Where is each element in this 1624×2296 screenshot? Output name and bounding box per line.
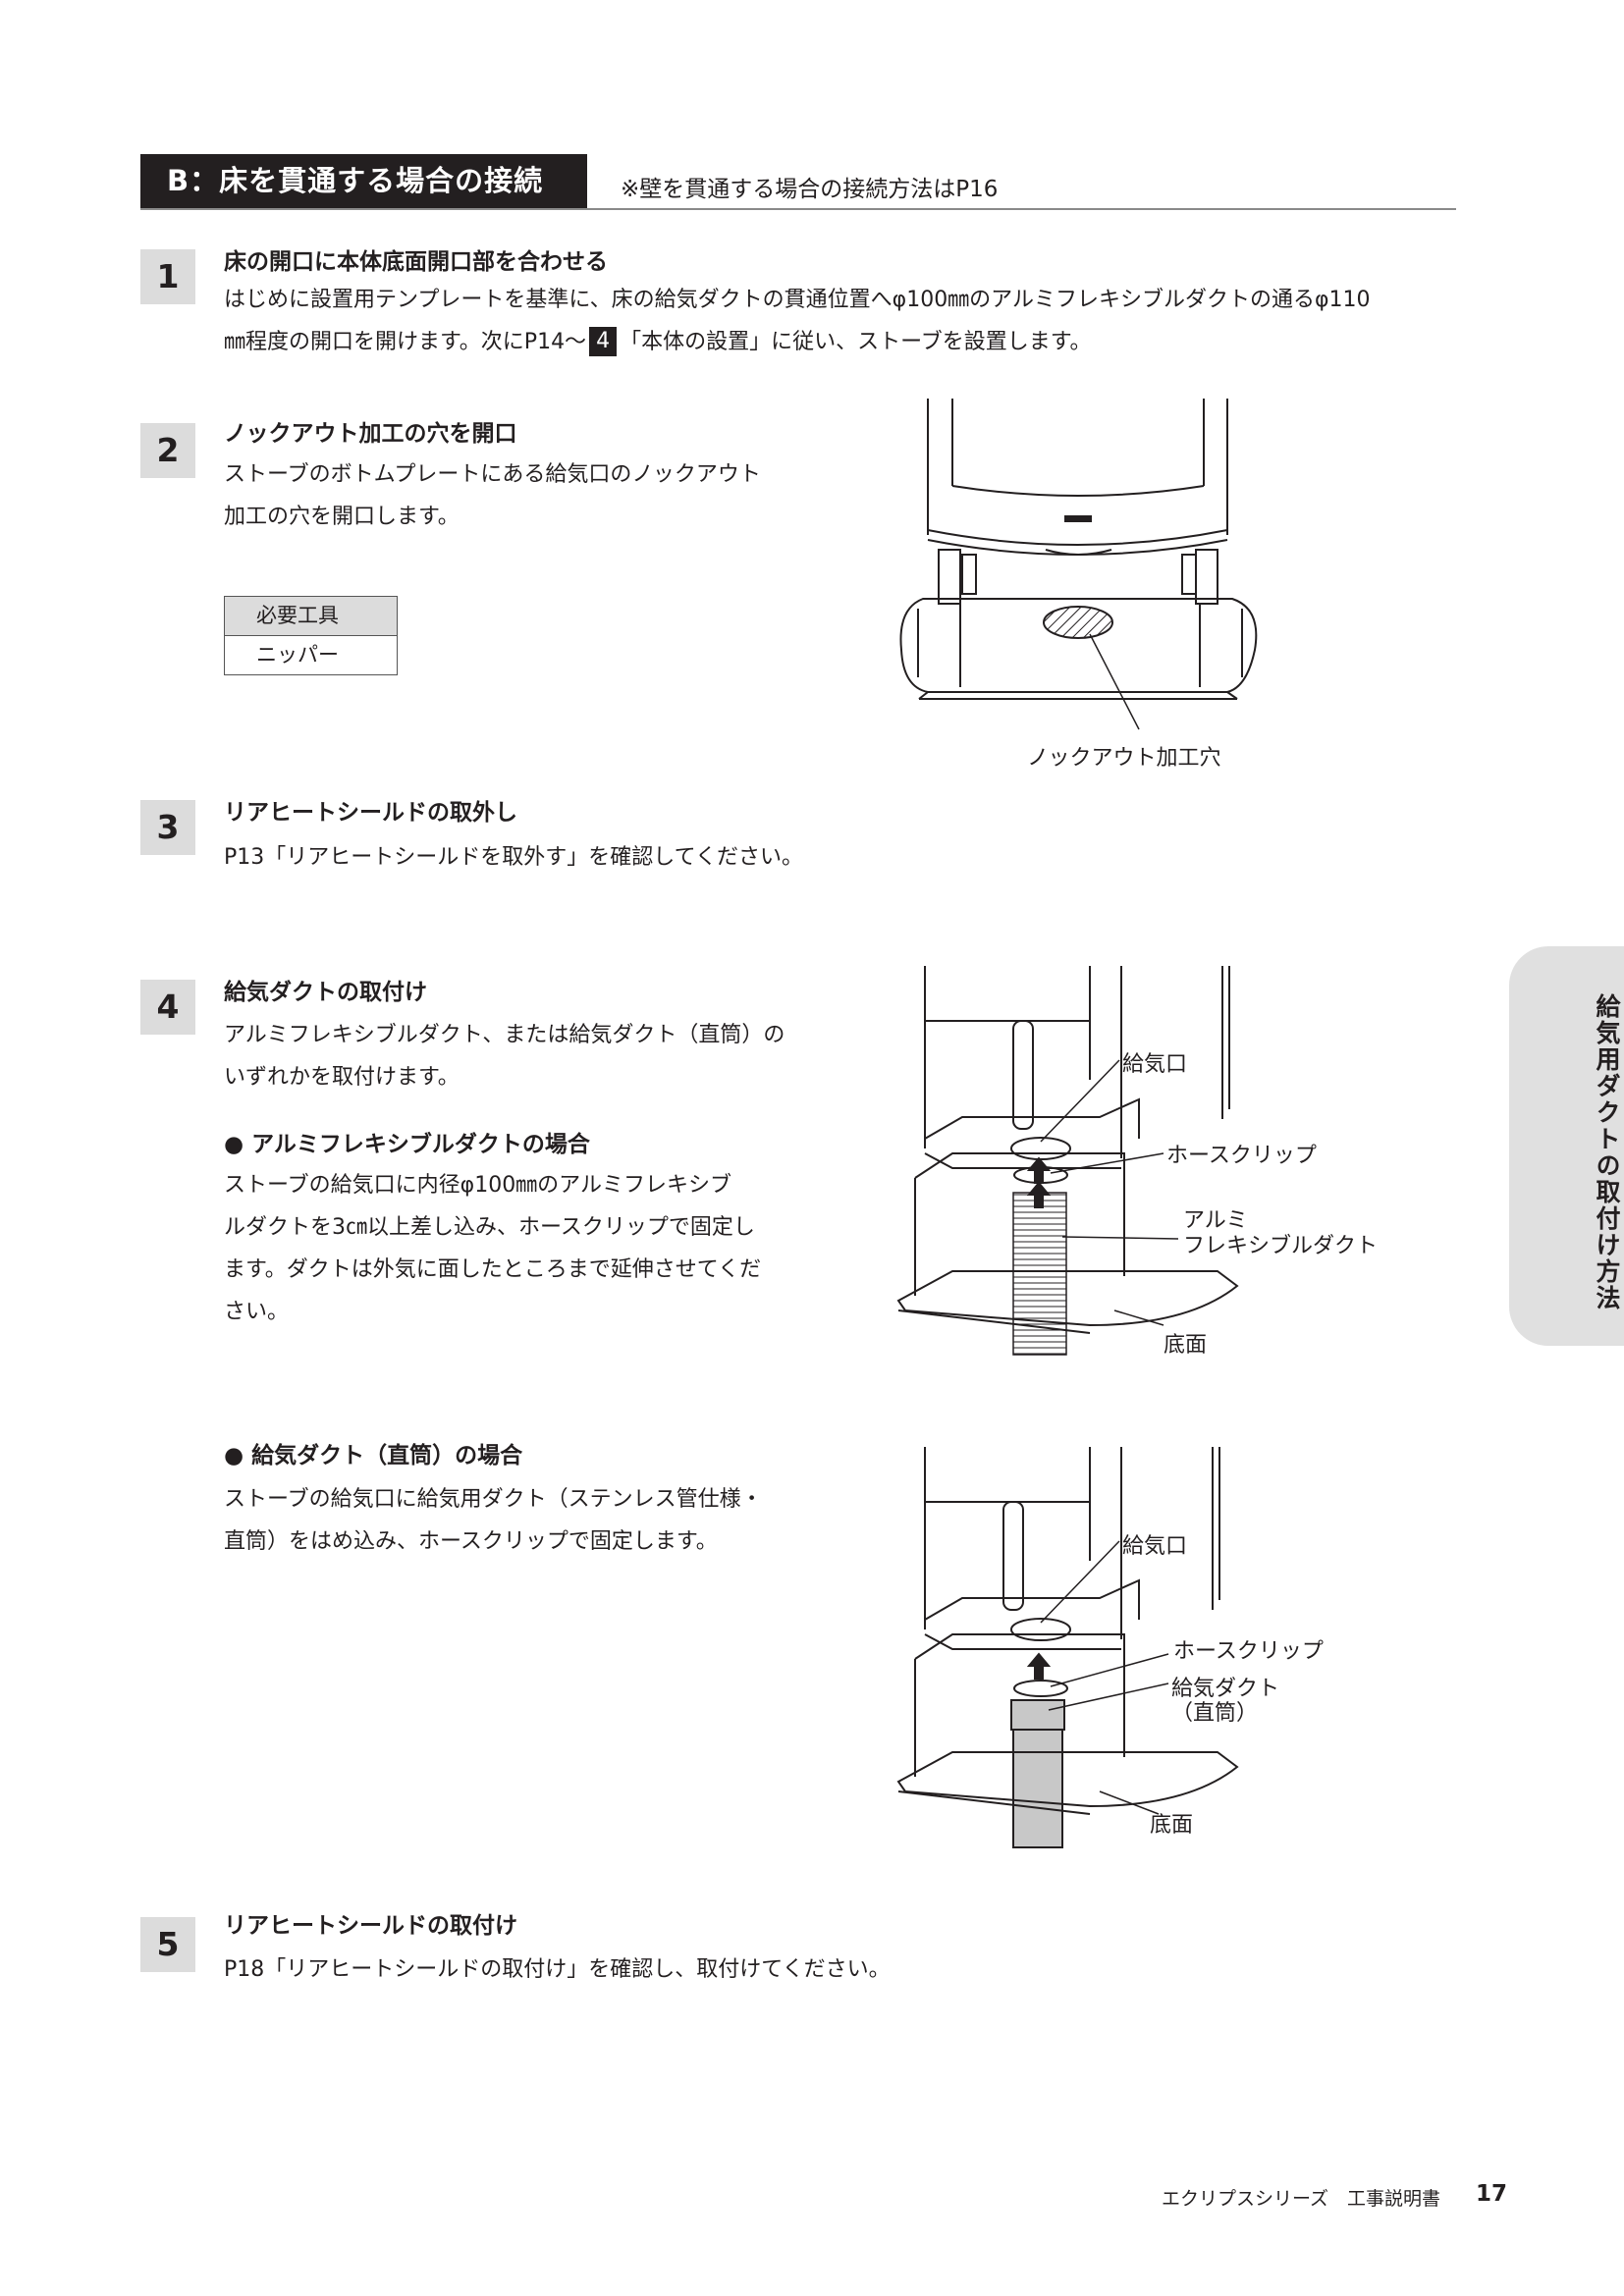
page-number: 17 [1476,2181,1508,2207]
case-flexible-line1: ストーブの給気口に内径φ100㎜のアルミフレキシブ [224,1173,731,1198]
fig-b-bottom-label: 底面 [1150,1813,1194,1838]
chapter-side-tab-label: 給気用ダクトの取付け方法 [1593,993,1621,1311]
fig-a-clip-label: ホースクリップ [1166,1144,1317,1168]
step-1-title: 床の開口に本体底面開口部を合わせる [224,249,608,275]
step-number-2: 2 [140,423,195,478]
step-number-5: 5 [140,1917,195,1972]
case-flexible-line4: さい。 [224,1300,290,1324]
step-4-text-line1: アルミフレキシブルダクト、または給気ダクト（直筒）の [224,1023,785,1047]
fig-a-duct-label-2: フレキシブルダクト [1183,1234,1379,1258]
required-tools-table: 必要工具 ニッパー [224,596,398,675]
step-1-text-post: 「本体の設置」に従い、ストーブを設置します。 [620,330,1092,354]
step-number-1: 1 [140,249,195,304]
step-number-3: 3 [140,800,195,855]
tools-header: 必要工具 [225,597,397,636]
knockout-hole-label: ノックアウト加工穴 [1027,746,1221,771]
footer-manual-title: エクリプスシリーズ 工事説明書 [1162,2188,1441,2210]
tools-value: ニッパー [256,643,339,667]
flexible-duct-figure [896,966,1239,1356]
fig-a-duct-label-1: アルミ [1183,1208,1248,1233]
fig-a-inlet-label: 給気口 [1122,1052,1188,1077]
case-straight-line1: ストーブの給気口に給気用ダクト（ステンレス管仕様・ [224,1487,763,1512]
fig-b-duct-label-1: 給気ダクト [1171,1677,1280,1701]
section-title: B：床を貫通する場合の接続 [140,154,587,208]
case-flexible-duct-title: ● アルミフレキシブルダクトの場合 [224,1132,590,1157]
step-4-title: 給気ダクトの取付け [224,980,427,1005]
step-3-title: リアヒートシールドの取外し [224,800,517,826]
step-5-title: リアヒートシールドの取付け [224,1913,517,1939]
step-3-text: P13「リアヒートシールドを取外す」を確認してください。 [224,845,803,870]
stove-knockout-figure [899,399,1258,730]
case-flexible-line3: ます。ダクトは外気に面したところまで延伸させてくだ [224,1257,762,1282]
step-2-text-line2: 加工の穴を開口します。 [224,505,460,529]
case-straight-line2: 直筒）をはめ込み、ホースクリップで固定します。 [224,1529,718,1554]
section-divider [140,208,1456,210]
fig-b-duct-label-2: （直筒） [1171,1701,1259,1726]
step-ref-badge: 4 [589,327,618,356]
step-1-text-pre: ㎜程度の開口を開けます。次にP14〜 [224,330,587,354]
straight-duct-figure [896,1447,1239,1848]
fig-a-bottom-label: 底面 [1164,1333,1208,1358]
chapter-side-tab: 給気用ダクトの取付け方法 [1509,946,1624,1346]
step-5-text: P18「リアヒートシールドの取付け」を確認し、取付けてください。 [224,1957,891,1982]
step-4-text-line2: いずれかを取付けます。 [224,1065,460,1090]
case-flexible-line2: ルダクトを3㎝以上差し込み、ホースクリップで固定し [224,1215,755,1240]
fig-b-inlet-label: 給気口 [1122,1534,1188,1559]
section-note: ※壁を貫通する場合の接続方法はP16 [621,177,999,202]
fig-b-clip-label: ホースクリップ [1173,1639,1324,1664]
step-1-text-line1: はじめに設置用テンプレートを基準に、床の給気ダクトの貫通位置へφ100㎜のアルミ… [224,288,1371,312]
step-1-text-line2: ㎜程度の開口を開けます。次にP14〜4「本体の設置」に従い、ストーブを設置します… [224,321,1092,363]
step-2-text-line1: ストーブのボトムプレートにある給気口のノックアウト [224,462,761,487]
case-straight-duct-title: ● 給気ダクト（直筒）の場合 [224,1443,523,1468]
step-number-4: 4 [140,980,195,1035]
step-2-title: ノックアウト加工の穴を開口 [224,421,517,447]
